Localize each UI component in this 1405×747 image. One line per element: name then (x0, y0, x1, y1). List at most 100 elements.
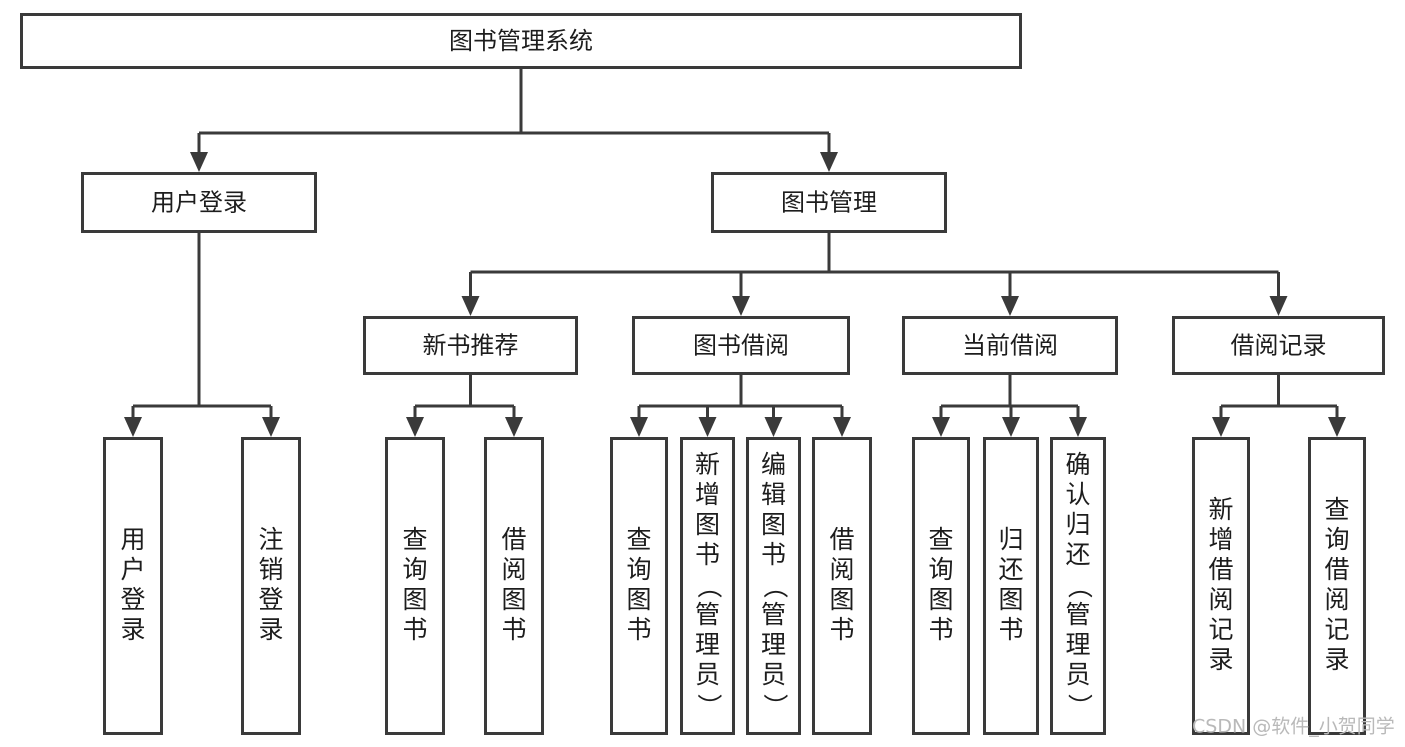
node-label-leaf-edit-book-char-2: 图 (761, 510, 786, 539)
node-label-leaf-return-book-char-1: 还 (998, 555, 1023, 584)
node-box-current-borrow[interactable] (902, 316, 1118, 375)
node-label-book-borrow: 图书借阅 (693, 332, 789, 360)
node-label-leaf-query-record-char-5: 录 (1324, 645, 1349, 674)
node-box-leaf-borrow-book-2[interactable] (812, 437, 872, 735)
node-box-root[interactable] (20, 13, 1022, 69)
node-box-leaf-user-login[interactable] (103, 437, 163, 735)
node-box-leaf-query-record[interactable] (1308, 437, 1366, 735)
node-label-leaf-query-book-3-char-3: 书 (928, 615, 953, 644)
node-label-leaf-add-record-char-1: 增 (1208, 525, 1233, 554)
node-label-leaf-query-record-char-2: 借 (1324, 555, 1349, 584)
node-box-leaf-confirm-return[interactable] (1050, 437, 1106, 735)
node-new-book-rec[interactable]: 新书推荐 (363, 316, 578, 375)
node-label-leaf-borrow-book-1-char-2: 图 (501, 585, 526, 614)
node-label-leaf-confirm-return-char-7: 员 (1065, 660, 1090, 689)
node-box-leaf-return-book[interactable] (983, 437, 1039, 735)
node-box-book-manage[interactable] (711, 172, 947, 233)
node-label-new-book-rec: 新书推荐 (423, 332, 519, 360)
node-label-leaf-query-book-2-char-3: 书 (626, 615, 651, 644)
node-box-leaf-query-book-1[interactable] (385, 437, 445, 735)
edges-layer (124, 69, 1346, 437)
node-label-leaf-query-book-1-char-2: 图 (402, 585, 427, 614)
arrow-head-new-book-rec-1 (505, 417, 523, 437)
node-label-leaf-confirm-return-char-6: 理 (1065, 630, 1090, 659)
node-box-leaf-add-book[interactable] (680, 437, 735, 735)
node-label-leaf-edit-book-char-6: 理 (761, 630, 786, 659)
arrow-head-user-login-1 (262, 417, 280, 437)
arrow-head-root-0 (190, 152, 208, 172)
node-borrow-record[interactable]: 借阅记录 (1172, 316, 1385, 375)
node-box-leaf-add-record[interactable] (1192, 437, 1250, 735)
node-label-leaf-query-book-1-char-1: 询 (402, 555, 427, 584)
node-label-leaf-query-book-2-char-2: 图 (626, 585, 651, 614)
node-label-leaf-return-book-char-3: 书 (998, 615, 1023, 644)
node-box-leaf-edit-book[interactable] (746, 437, 801, 735)
node-box-borrow-record[interactable] (1172, 316, 1385, 375)
node-label-leaf-borrow-book-1-char-0: 借 (501, 525, 526, 554)
node-box-book-borrow[interactable] (632, 316, 850, 375)
node-box-leaf-query-book-3[interactable] (912, 437, 970, 735)
node-label-leaf-logout-char-0: 注 (258, 525, 283, 554)
node-label-leaf-edit-book-char-7: 员 (761, 660, 786, 689)
node-book-manage[interactable]: 图书管理 (711, 172, 947, 233)
node-label-leaf-add-book-char-7: 员 (695, 660, 720, 689)
node-label-leaf-add-book-char-1: 增 (695, 480, 720, 509)
node-label-leaf-confirm-return-char-1: 认 (1065, 480, 1090, 509)
node-label-leaf-add-book-char-6: 理 (695, 630, 720, 659)
node-label-leaf-query-book-1-char-0: 查 (402, 525, 427, 554)
node-current-borrow[interactable]: 当前借阅 (902, 316, 1118, 375)
node-label-leaf-query-record-char-4: 记 (1324, 615, 1349, 644)
arrow-head-new-book-rec-0 (406, 417, 424, 437)
node-root[interactable]: 图书管理系统 (20, 13, 1022, 69)
node-label-leaf-logout-char-1: 销 (258, 555, 283, 584)
node-label-leaf-add-book-char-8: ） (695, 693, 724, 718)
node-book-borrow[interactable]: 图书借阅 (632, 316, 850, 375)
arrow-head-book-manage-0 (461, 296, 480, 316)
node-box-user-login[interactable] (81, 172, 317, 233)
node-label-leaf-query-book-3-char-2: 图 (928, 585, 953, 614)
arrow-head-book-manage-2 (1001, 296, 1019, 316)
node-label-leaf-edit-book-char-5: 管 (761, 600, 786, 629)
node-label-leaf-borrow-book-1-char-1: 阅 (501, 555, 526, 584)
node-box-leaf-query-book-2[interactable] (610, 437, 668, 735)
node-label-root: 图书管理系统 (449, 27, 593, 55)
node-label-leaf-confirm-return-char-5: 管 (1065, 600, 1090, 629)
node-box-leaf-borrow-book-1[interactable] (484, 437, 544, 735)
node-label-leaf-edit-book-char-1: 辑 (761, 480, 786, 509)
node-label-leaf-return-book-char-2: 图 (998, 585, 1023, 614)
node-box-new-book-rec[interactable] (363, 316, 578, 375)
csdn-watermark: CSDN @软件_小贺同学 (1192, 716, 1395, 738)
node-label-borrow-record: 借阅记录 (1231, 332, 1327, 360)
node-leaf-user-login[interactable]: 用户登录 (103, 437, 163, 735)
arrow-head-current-borrow-2 (1069, 417, 1087, 437)
nodes-layer: 图书管理系统用户登录图书管理新书推荐图书借阅当前借阅借阅记录用户登录注销登录查询… (20, 13, 1385, 735)
node-label-user-login: 用户登录 (151, 189, 247, 217)
node-label-leaf-borrow-book-2-char-3: 书 (829, 615, 854, 644)
node-box-leaf-logout[interactable] (241, 437, 301, 735)
node-label-leaf-user-login-char-0: 用 (120, 525, 145, 554)
node-label-leaf-logout-char-2: 登 (258, 585, 283, 614)
node-label-leaf-add-book-char-0: 新 (695, 450, 720, 479)
arrow-head-current-borrow-1 (1002, 417, 1020, 437)
node-label-leaf-borrow-book-2-char-1: 阅 (829, 555, 854, 584)
arrow-head-borrow-record-0 (1212, 417, 1230, 437)
node-label-leaf-user-login-char-3: 录 (120, 615, 145, 644)
node-user-login[interactable]: 用户登录 (81, 172, 317, 233)
node-label-leaf-query-book-3-char-0: 查 (928, 525, 953, 554)
node-label-leaf-add-book-char-3: 书 (695, 540, 720, 569)
node-label-leaf-edit-book-char-4: （ (761, 573, 790, 598)
